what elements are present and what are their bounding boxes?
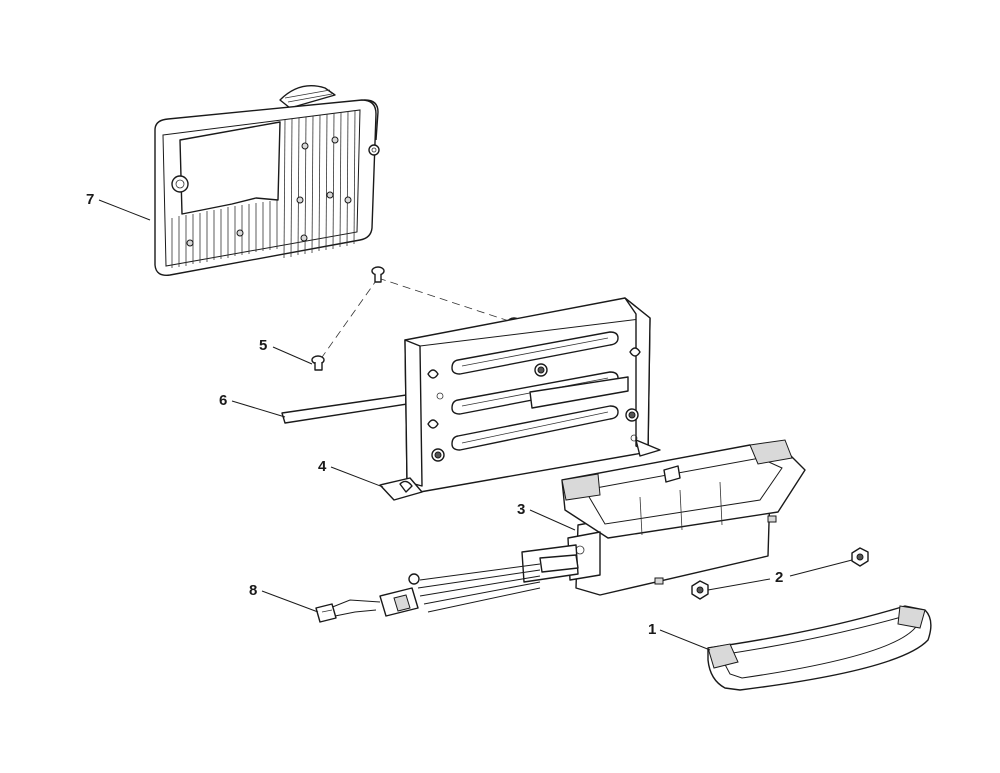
part-3-controller-box xyxy=(561,439,806,596)
leader-lines xyxy=(98,199,853,651)
callout-2: 2 xyxy=(775,569,783,586)
part-6-thermal-pad xyxy=(281,392,421,424)
callout-8: 8 xyxy=(249,582,257,599)
part-7-heatsink-housing xyxy=(154,85,380,276)
part-2-nuts xyxy=(691,547,869,600)
callout-1: 1 xyxy=(648,621,656,638)
part-1-handle-bezel xyxy=(707,605,932,691)
callout-3: 3 xyxy=(517,501,525,518)
callout-5: 5 xyxy=(259,337,267,354)
callout-6: 6 xyxy=(219,392,227,409)
part-4-mounting-bracket xyxy=(379,297,661,501)
callout-7: 7 xyxy=(86,191,94,208)
callout-4: 4 xyxy=(318,458,327,475)
part-8-wiring-harness xyxy=(315,544,579,623)
